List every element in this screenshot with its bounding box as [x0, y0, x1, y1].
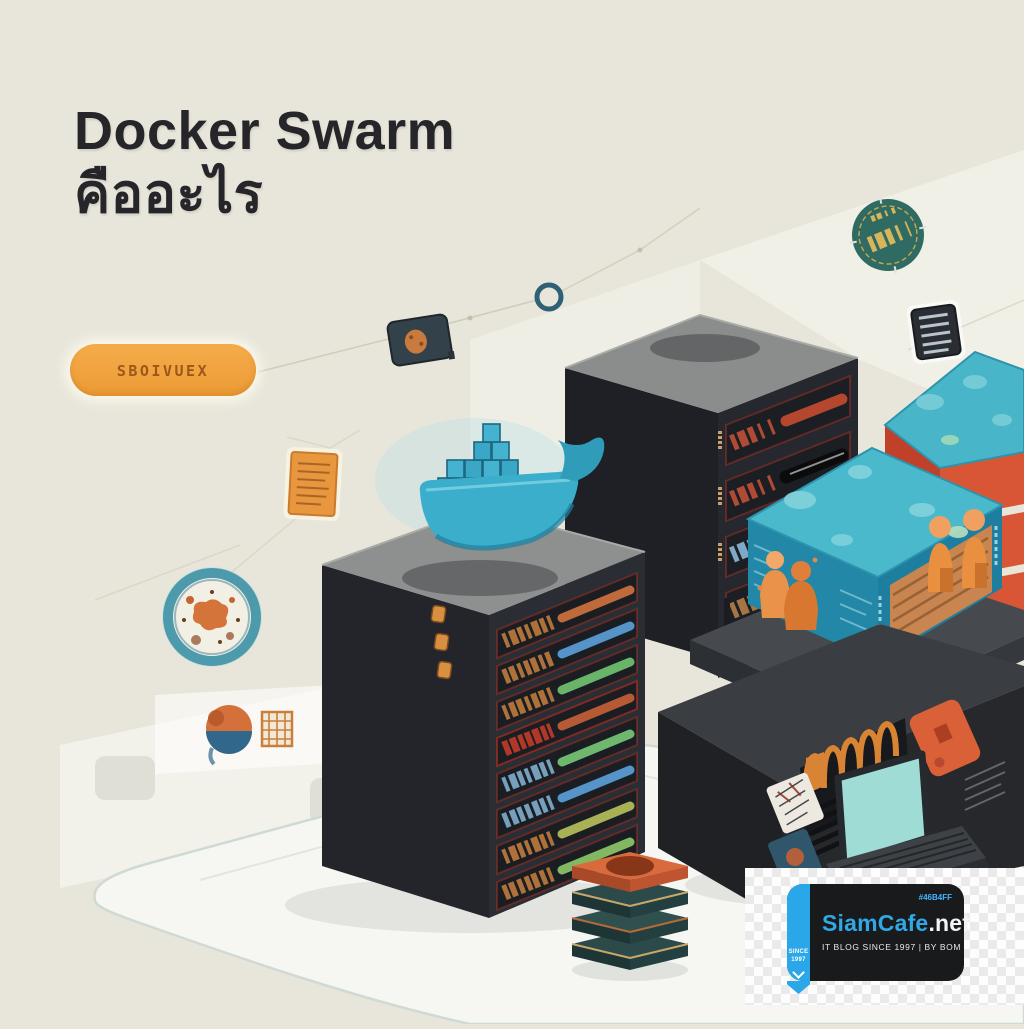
digital-readout [728, 417, 780, 451]
rack-slot [496, 607, 638, 696]
since-ribbon: SINCE 1997 [787, 884, 810, 994]
hex-color-label: #46B4FF [918, 893, 952, 902]
digital-readout [728, 473, 780, 507]
digital-readout [501, 795, 555, 828]
digital-readout [501, 759, 555, 792]
rack-slot [496, 679, 638, 768]
title-line-2: คืออะไร [74, 164, 264, 225]
server-rack-manager [321, 418, 646, 918]
digital-readout [501, 867, 555, 900]
rack-slot [496, 823, 638, 912]
coin-seal-icon [849, 196, 927, 274]
brand-name-primary: SiamCafe [822, 910, 929, 936]
group-users-icon [757, 551, 818, 630]
cta-button[interactable]: SBOIVUEX [70, 344, 256, 396]
rack-slot [496, 787, 638, 876]
chip-card-icon [386, 313, 456, 367]
rack-slot [496, 571, 638, 660]
page-title: Docker Swarm คืออะไร [74, 100, 455, 226]
document-icon [283, 446, 343, 522]
rack-slot [718, 374, 851, 467]
brand-name-tld: .net [928, 910, 971, 936]
digital-readout [501, 615, 555, 648]
digital-readout [501, 831, 555, 864]
ribbon-since: SINCE [788, 949, 809, 956]
control-panel [909, 699, 981, 777]
digital-readout [501, 723, 555, 756]
ring-icon [534, 282, 564, 312]
brand-logo-card: SINCE 1997 #46B4FF SiamCafe.net IT BLOG … [787, 884, 970, 994]
label-card [766, 772, 824, 834]
status-leds [430, 604, 453, 680]
rack-slot [496, 643, 638, 732]
list-card-icon [906, 300, 966, 364]
digital-readout [501, 687, 555, 720]
digital-readout [501, 651, 555, 684]
title-line-1: Docker Swarm [74, 101, 456, 161]
rack-slot [496, 715, 638, 804]
chevron-down-icon [792, 966, 805, 979]
brand-tagline: IT BLOG SINCE 1997 | BY BOM [822, 942, 962, 952]
user-figures [928, 509, 987, 592]
rack-slot [718, 430, 851, 523]
pie-sphere-icon [206, 705, 252, 766]
rack-slot [496, 751, 638, 840]
ribbon-year: 1997 [791, 957, 806, 964]
globe-splatter-badge-icon [162, 567, 262, 667]
grid-icon [260, 710, 294, 748]
brand-name: SiamCafe.net [822, 910, 970, 937]
layer-stack-icon [571, 852, 689, 970]
